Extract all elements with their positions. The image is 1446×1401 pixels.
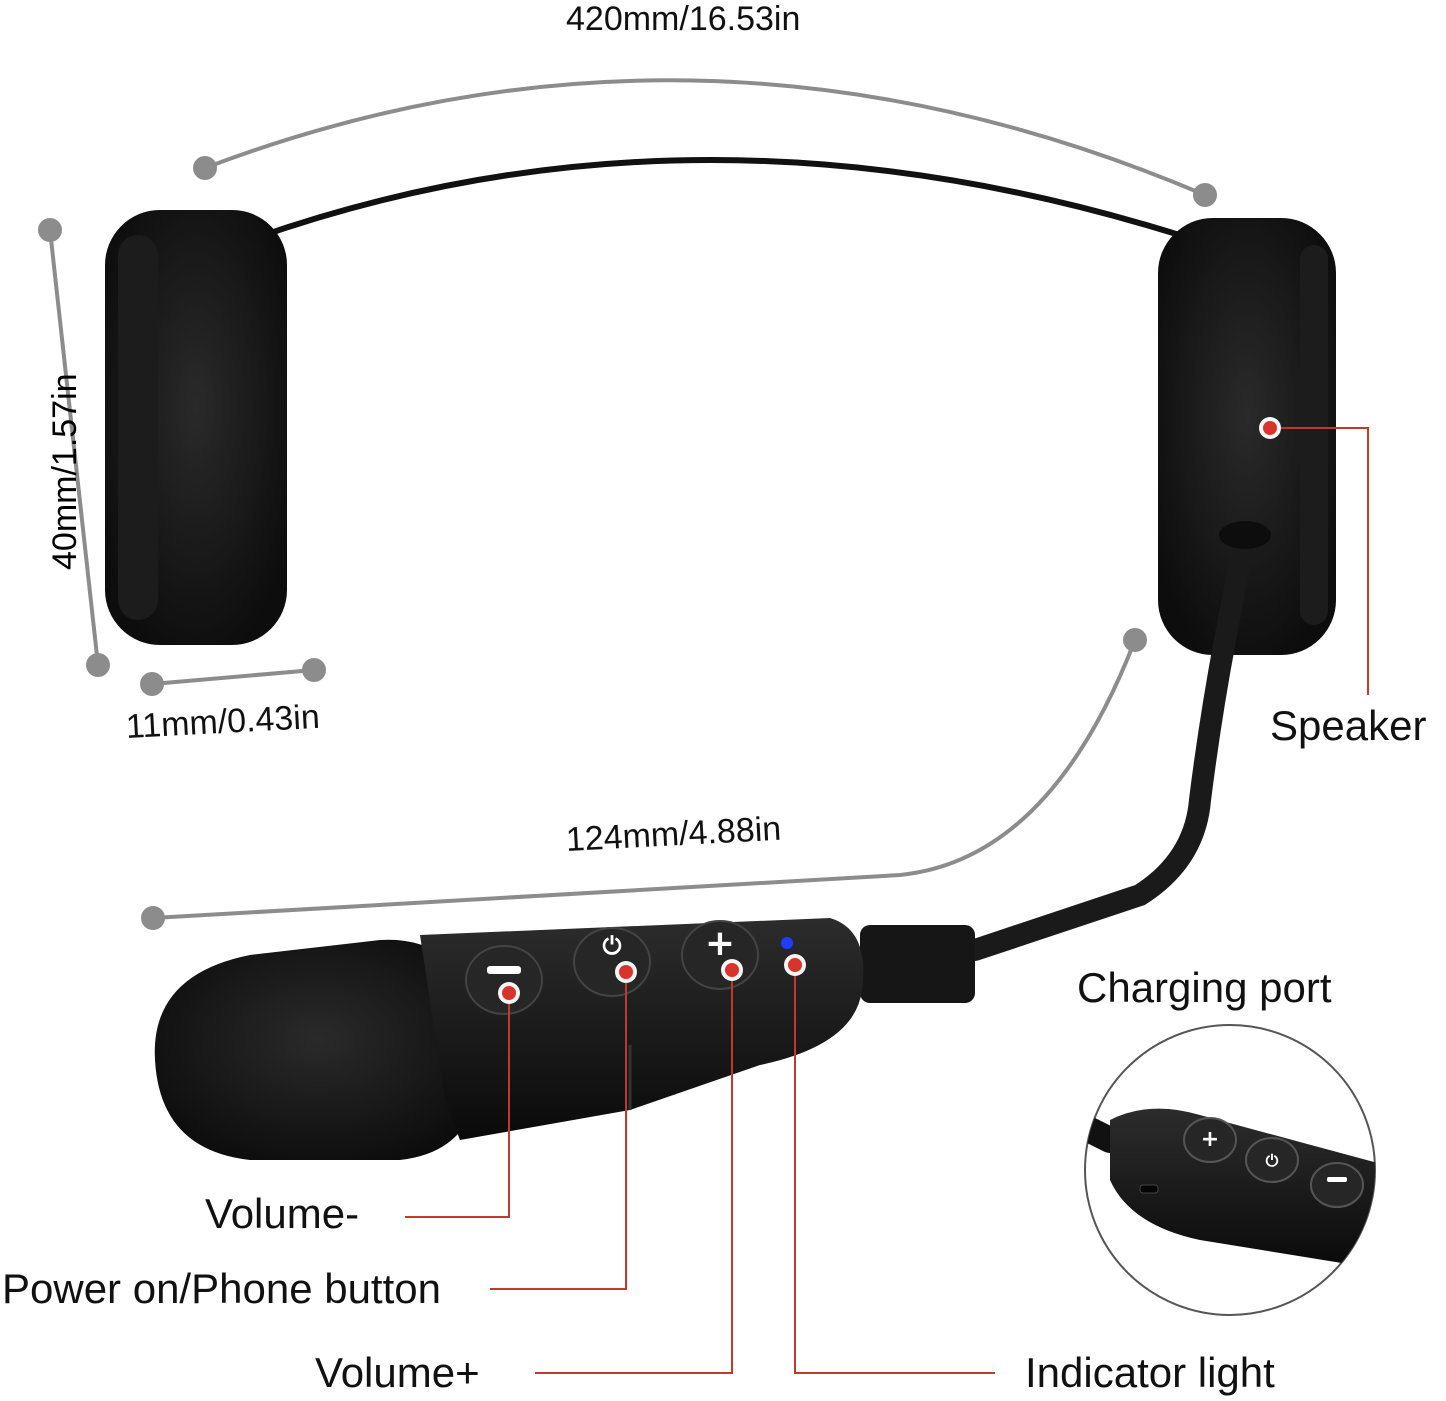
gooseneck-boom	[860, 521, 1271, 1003]
indicator-light-callout	[784, 954, 995, 1374]
speaker-height-dot-top	[38, 218, 62, 242]
speaker-height-dot-bottom	[86, 653, 110, 677]
boom-dimension-dot-right	[1123, 628, 1147, 652]
band-length-label: 420mm/16.53in	[566, 0, 801, 38]
charging-port-inset: + ⏻	[1084, 1024, 1376, 1316]
power-phone-button[interactable]: ⏻	[573, 927, 651, 997]
plus-glyph: +	[705, 923, 735, 964]
charging-port-label: Charging port	[1077, 964, 1332, 1011]
speaker-thickness-label: 11mm/0.43in	[124, 697, 321, 746]
speaker-thickness-dimension	[151, 668, 315, 686]
volume-plus-button[interactable]: +	[681, 920, 759, 990]
indicator-light-label: Indicator light	[1025, 1349, 1275, 1396]
boom-dimension-arc	[152, 639, 1137, 920]
speaker-height-dimension	[48, 229, 100, 666]
indicator-light	[781, 937, 793, 949]
power-phone-label: Power on/Phone button	[2, 1265, 441, 1312]
volume-minus-callout	[405, 982, 520, 1218]
boom-dimension-dot-left	[141, 906, 165, 930]
right-speaker	[1158, 218, 1336, 655]
speaker-label: Speaker	[1270, 702, 1427, 749]
inset-power-glyph: ⏻	[1266, 1151, 1279, 1170]
speaker-thickness-dot-right	[302, 658, 326, 682]
power-phone-callout	[490, 961, 637, 1290]
headband-wire	[248, 157, 1196, 243]
left-speaker	[105, 210, 287, 645]
microphone-foam	[154, 939, 481, 1160]
speaker-callout	[1259, 417, 1369, 695]
band-dimension-dot-right	[1193, 183, 1217, 207]
volume-plus-label: Volume+	[315, 1349, 480, 1396]
inset-plus-glyph: +	[1201, 1127, 1219, 1152]
speaker-thickness-dot-left	[140, 672, 164, 696]
speaker-diameter-label: 40mm/1.57in	[46, 373, 84, 570]
band-dimension-arc	[204, 78, 1206, 197]
volume-plus-callout	[535, 959, 743, 1374]
band-dimension-dot-left	[193, 156, 217, 180]
power-glyph: ⏻	[603, 932, 622, 960]
volume-minus-label: Volume-	[205, 1190, 360, 1237]
volume-minus-button[interactable]	[465, 945, 543, 1015]
